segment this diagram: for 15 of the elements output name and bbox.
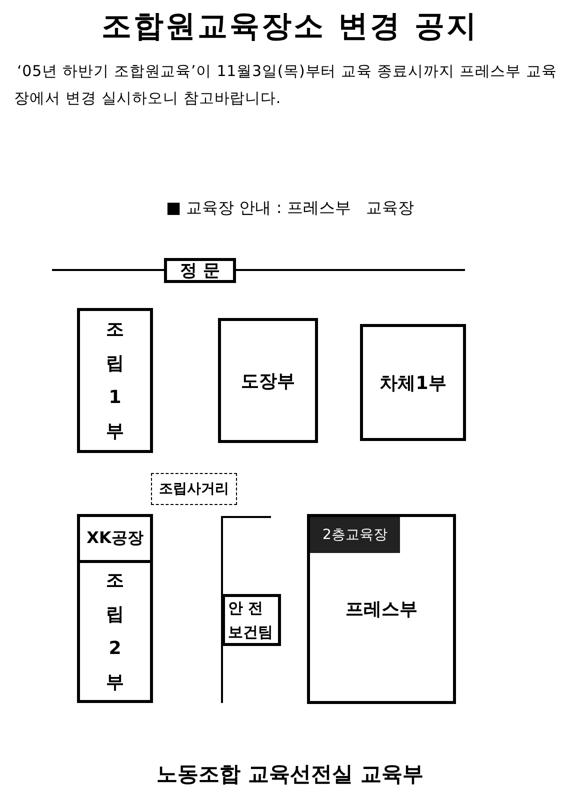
building-box: 도장부: [218, 318, 318, 443]
building-box: XK공장: [77, 514, 153, 563]
notice-text: ‘05년 하반기 조합원교육’이 11월3일(목)부터 교육 종료시까지 프레스부 교육장에서 변경 실시하오니 참고바랍니다.: [14, 61, 558, 109]
gate-box: 정 문: [164, 258, 236, 283]
footer-text: 노동조합 교육선전실 교육부: [156, 761, 424, 788]
building-label: 프레스부: [346, 598, 418, 621]
building-box: 안 전 보건팀: [222, 594, 281, 646]
building-box: 조립2부: [77, 560, 153, 703]
title: 조합원교육장소 변경 공지: [100, 8, 480, 46]
building-box: 조립1부: [77, 308, 153, 453]
building-box: 차체1부: [360, 324, 466, 441]
section-heading: ■ 교육장 안내 : 프레스부 교육장: [164, 198, 416, 219]
floor-label: 2층교육장: [310, 517, 400, 553]
intersection-box: 조립사거리: [151, 473, 237, 505]
building-box: [307, 514, 456, 704]
